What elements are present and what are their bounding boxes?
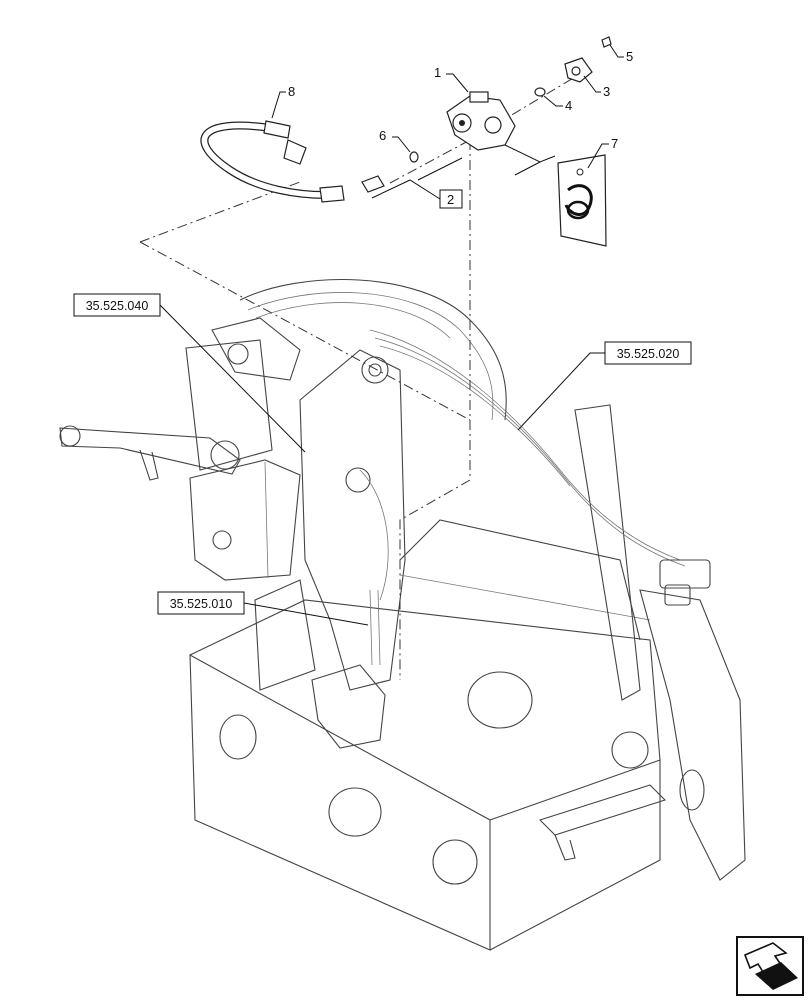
next-page-arrow-icon[interactable] (736, 936, 804, 996)
svg-text:35.525.010: 35.525.010 (170, 597, 233, 611)
svg-text:35.525.040: 35.525.040 (86, 299, 149, 313)
callout-2: 2 (371, 157, 463, 209)
part-5-screw (601, 36, 612, 48)
loader-frame-drawing (59, 279, 746, 951)
phantom-lines (139, 67, 591, 680)
part-4-o-ring (534, 87, 546, 97)
reference-35-525-010[interactable]: 35.525.010 (157, 591, 369, 626)
svg-text:35.525.020: 35.525.020 (617, 347, 680, 361)
callout-6: 6 (379, 128, 411, 153)
svg-text:4: 4 (565, 98, 572, 113)
callout-4: 4 (543, 95, 572, 113)
callout-1: 1 (434, 65, 469, 93)
part-8-hose (200, 120, 345, 203)
adapter-fitting (361, 175, 385, 193)
callout-3: 3 (583, 75, 610, 99)
callout-8: 8 (271, 84, 295, 119)
part-7-seal-kit (557, 154, 607, 247)
reference-35-525-040[interactable]: 35.525.040 (73, 293, 306, 453)
reference-35-525-020[interactable]: 35.525.020 (517, 341, 692, 431)
svg-text:3: 3 (603, 84, 610, 99)
part-6-seal (409, 151, 419, 163)
svg-text:7: 7 (611, 136, 618, 151)
svg-text:2: 2 (447, 192, 454, 207)
svg-text:1: 1 (434, 65, 441, 80)
svg-text:8: 8 (288, 84, 295, 99)
part-3-fitting (564, 57, 593, 83)
callout-5: 5 (609, 44, 633, 64)
callout-7: 7 (504, 136, 618, 176)
part-1-pump (446, 91, 516, 151)
svg-text:5: 5 (626, 49, 633, 64)
svg-text:6: 6 (379, 128, 386, 143)
